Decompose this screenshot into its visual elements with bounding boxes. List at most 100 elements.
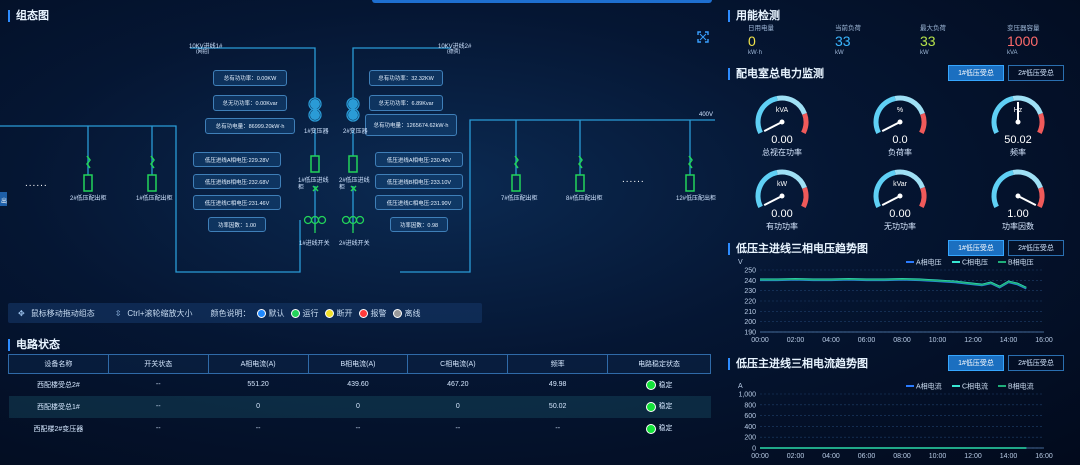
y-tick-label: 1,000 [738, 392, 756, 399]
x-tick-label: 02:00 [787, 337, 805, 344]
tab-2-low-voltage[interactable]: 2#低压受总 [1008, 65, 1064, 81]
status-dot-icon [392, 308, 402, 318]
cell: 49.98 [548, 381, 567, 389]
left-energy: 总有功电量：86999.20kW·h [205, 118, 295, 134]
line2-label: 10KV进线2# [438, 44, 472, 50]
y-tick-label: 800 [744, 402, 756, 409]
topology-diagram[interactable] [0, 30, 715, 300]
transformer2-label: 2#变压器 [343, 129, 368, 135]
cell: 0 [308, 395, 408, 418]
tab-1-low-voltage[interactable]: 1#低压受总 [948, 240, 1004, 256]
x-tick-label: 10:00 [929, 337, 947, 344]
cell: -- [355, 425, 361, 432]
status-dot-icon [358, 308, 368, 318]
cell: 467.20 [447, 381, 469, 389]
right-voltage-b: 低压进线B相电压:233.10V [375, 174, 463, 189]
right-active-power: 总有功功率：32.32KW [369, 70, 443, 86]
right-voltage-a: 低压进线A相电压:230.40V [375, 152, 463, 167]
status-cell: 稳定 [608, 418, 711, 440]
gauge-arc-high [919, 187, 927, 209]
gauge-arc-low [873, 170, 896, 209]
stable-icon [645, 401, 656, 412]
edge-tag: 出 [1, 199, 8, 205]
cell: -- [255, 425, 261, 432]
gauge-arc-low [991, 170, 1014, 209]
gauge-hub [897, 193, 903, 199]
feeder-label: 1#低压配出柜 [136, 196, 173, 202]
current-trend-title: 低压主进线三相电流趋势图 [728, 358, 868, 370]
cell: 西配楼受总1# [8, 395, 109, 418]
cell: -- [555, 425, 561, 432]
tab-2-low-voltage[interactable]: 2#低压受总 [1008, 240, 1064, 256]
table-row[interactable]: 西配楼受总1# -- 0 0 0 50.02 稳定 [8, 395, 711, 418]
gauge-needle [881, 195, 901, 206]
left-power-factor: 功率因数：1.00 [208, 217, 266, 232]
gauge-needle [763, 121, 783, 132]
transformer1-label: 1#变压器 [304, 129, 329, 135]
legend-item-offline: 离线 [392, 308, 421, 319]
legend-label: C相电流 [962, 382, 988, 391]
fullscreen-icon[interactable] [697, 30, 709, 43]
gauge-arc-low [755, 170, 778, 209]
x-tick-label: 08:00 [893, 453, 911, 460]
gauge-arc-low [755, 96, 778, 135]
status-cell: 稳定 [607, 395, 711, 418]
status-cell: 稳定 [608, 374, 711, 396]
stable-icon [645, 379, 656, 390]
left-voltage-a: 低压进线A相电压:229.28V [193, 152, 281, 167]
y-axis-unit: V [738, 259, 743, 266]
gauge-needle [1017, 195, 1037, 206]
col-header: B相电流(A) [307, 354, 409, 374]
x-tick-label: 14:00 [1000, 337, 1018, 344]
x-tick-label: 08:00 [893, 337, 911, 344]
x-tick-label: 06:00 [858, 453, 876, 460]
x-tick-label: 10:00 [929, 453, 947, 460]
distribution-tabs: 1#低压受总 2#低压受总 [948, 65, 1064, 81]
x-tick-label: 04:00 [822, 337, 840, 344]
legend-label: C相电压 [962, 258, 988, 267]
voltage-tag: 400V [699, 112, 714, 118]
x-tick-label: 06:00 [858, 337, 876, 344]
gauge-arc-mid [776, 95, 807, 115]
ellipsis-right: ...... [622, 174, 645, 185]
col-header: 电路稳定状态 [607, 354, 711, 374]
right-energy: 总有功电量：1265674.62kW·h [365, 114, 457, 136]
gauge-arc-low [873, 96, 896, 135]
gauge-hub [779, 193, 785, 199]
gauge-arc-high [1037, 113, 1045, 135]
cell: -- [155, 425, 161, 432]
left-voltage-b: 低压进线B相电压:232.68V [193, 174, 281, 189]
cell: -- [108, 395, 209, 418]
y-tick-label: 220 [744, 299, 756, 306]
table-header-row: 设备名称 开关状态 A相电流(A) B相电流(A) C相电流(A) 频率 电路稳… [8, 354, 711, 374]
y-axis-unit: A [738, 383, 743, 390]
legend-item-default: 默认 [256, 308, 285, 319]
stable-icon [645, 423, 656, 434]
gauge-arc-mid [776, 169, 807, 189]
left-voltage-c: 低压进线C相电压:231.46V [193, 195, 281, 210]
y-tick-label: 200 [744, 435, 756, 442]
line1-label: 10KV进线1# [189, 44, 223, 50]
x-tick-label: 02:00 [787, 453, 805, 460]
tab-2-low-voltage[interactable]: 2#低压受总 [1008, 355, 1064, 371]
top-accent-bar [372, 0, 712, 3]
col-header: C相电流(A) [407, 354, 509, 374]
legend-item-running: 运行 [290, 308, 319, 319]
table-row[interactable]: 西配楼2#变压器 -- -- -- -- -- 稳定 [9, 418, 711, 440]
y-tick-label: 400 [744, 424, 756, 431]
tab-1-low-voltage[interactable]: 1#低压受总 [948, 65, 1004, 81]
table-row[interactable]: 西配楼受总2# -- 551.20 439.60 467.20 49.98 稳定 [9, 374, 711, 396]
zoom-hint: Ctrl+滚轮缩放大小 [127, 308, 193, 318]
gauge-needle [881, 121, 901, 132]
x-tick-label: 16:00 [1035, 337, 1053, 344]
tab-1-low-voltage[interactable]: 1#低压受总 [948, 355, 1004, 371]
gauge-arc-high [1037, 187, 1045, 209]
y-tick-label: 600 [744, 413, 756, 420]
legend-label: B相电流 [1008, 382, 1034, 391]
col-header: 频率 [507, 354, 609, 374]
